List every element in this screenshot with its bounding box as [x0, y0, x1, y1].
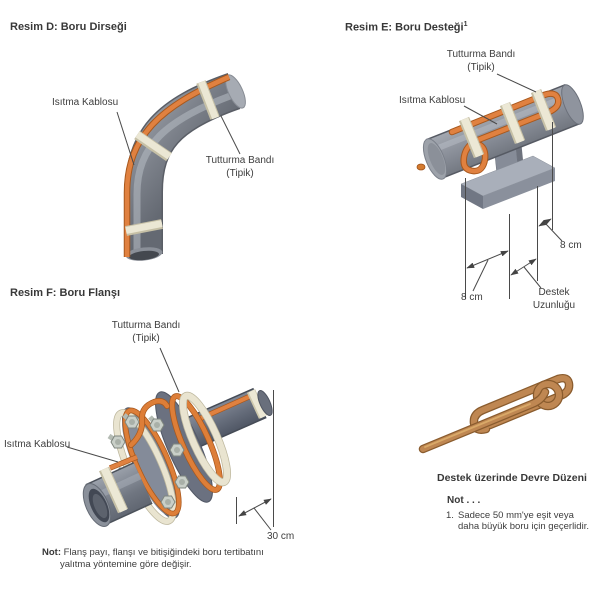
figure-d-title: Resim D: Boru Dirseği — [10, 21, 127, 33]
left-pipe-cable — [109, 455, 138, 470]
leader-e-band — [496, 73, 537, 93]
figure-e-footnote-marker: 1 — [463, 21, 468, 28]
leader-d-band — [220, 115, 241, 155]
circuit-wire-drawing — [418, 373, 574, 454]
flange-neck-cable-ring — [169, 393, 223, 493]
circuit-note-item-line2: daha büyük boru için geçerlidir. — [458, 521, 589, 532]
flange-dimension-lines — [236, 390, 274, 531]
support-attachment-bands — [458, 88, 557, 159]
label-e-band: Tutturma Bandı (Tipik) — [446, 49, 516, 73]
support-dimension-lines — [465, 122, 563, 299]
dimension-8cm-right: 8 cm — [560, 240, 582, 251]
flange-neck-band-ring — [179, 392, 231, 486]
dimension-30cm: 30 cm — [267, 531, 295, 542]
figure-e-support-drawing — [416, 73, 584, 299]
label-d-heating-cable: Isıtma Kablosu — [52, 97, 119, 108]
figure-d-elbow-drawing — [116, 73, 246, 261]
elbow-attachment-bands — [125, 80, 220, 236]
wire-tail-highlight — [424, 403, 531, 448]
support-heating-cable — [449, 91, 561, 174]
support-pipe-right-cap — [561, 84, 584, 125]
figure-f-note-line1: Not: Flanş payı, flanşı ve bitişiğindeki… — [42, 547, 264, 558]
circuit-note-item-number: 1. — [446, 510, 454, 521]
figure-f-note-line2: yalıtma yöntemine göre değişir. — [60, 559, 192, 570]
dimension-8cm-left: 8 cm — [461, 292, 483, 303]
leader-f-band — [159, 347, 180, 393]
figure-f-title: Resim F: Boru Flanşı — [10, 287, 121, 299]
circuit-caption: Destek üzerinde Devre Düzeni — [437, 472, 587, 484]
figure-f-flange-drawing — [66, 347, 274, 531]
label-f-heating-cable: Isıtma Kablosu — [4, 439, 71, 450]
flange-left-pipe-highlight — [97, 472, 142, 499]
wire-curl — [534, 381, 562, 409]
left-pipe-band — [100, 467, 128, 513]
right-pipe-end-cap — [257, 390, 273, 416]
figure-e-title: Resim E: Boru Desteği1 — [345, 21, 468, 34]
label-f-band: Tutturma Bandı (Tipik) — [111, 320, 181, 344]
leader-f-heating-cable — [66, 446, 119, 463]
label-d-band: Tutturma Bandı (Tipik) — [205, 155, 275, 179]
circuit-note-heading: Not . . . — [447, 495, 481, 506]
wire-tail — [420, 389, 548, 452]
support-pipe-left-end-face — [427, 143, 446, 175]
flange-cable-scurve — [128, 398, 170, 448]
leader-e-heating-cable — [463, 105, 498, 125]
right-pipe-end-band — [248, 389, 267, 419]
left-pipe-end-innerwall — [92, 493, 108, 519]
leader-d-heating-cable — [116, 111, 135, 166]
dimension-support-length: Destek Uzunluğu — [532, 287, 576, 311]
elbow-bottom-opening — [129, 250, 159, 261]
flange-front-cable-ring — [123, 408, 181, 516]
circuit-note-item-line1: Sadece 50 mm'ye eşit veya — [458, 510, 574, 521]
label-e-heating-cable: Isıtma Kablosu — [399, 95, 466, 106]
cable-end-nub — [416, 163, 426, 171]
